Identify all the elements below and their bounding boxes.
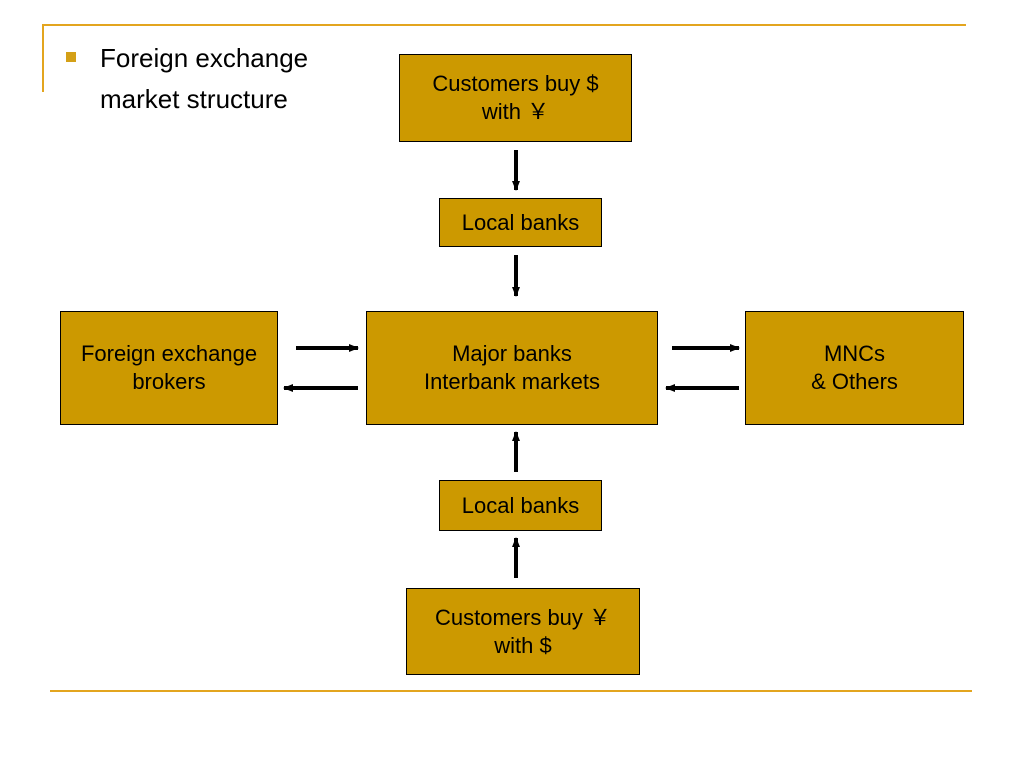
slide-bullet-text: Foreign exchange market structure	[100, 43, 309, 114]
bullet-icon	[66, 52, 76, 62]
bottom-rule	[50, 690, 972, 692]
box-customers-buy-yen: Customers buy ￥ with $	[406, 588, 640, 675]
box-mncs: MNCs & Others	[745, 311, 964, 425]
box-local-banks-top: Local banks	[439, 198, 602, 247]
box-fx-brokers: Foreign exchange brokers	[60, 311, 278, 425]
box-local-banks-bottom: Local banks	[439, 480, 602, 531]
box-major-banks: Major banks Interbank markets	[366, 311, 658, 425]
top-rule-corner	[42, 24, 44, 92]
top-rule	[42, 24, 966, 26]
box-customers-buy-dollars: Customers buy $ with ￥	[399, 54, 632, 142]
